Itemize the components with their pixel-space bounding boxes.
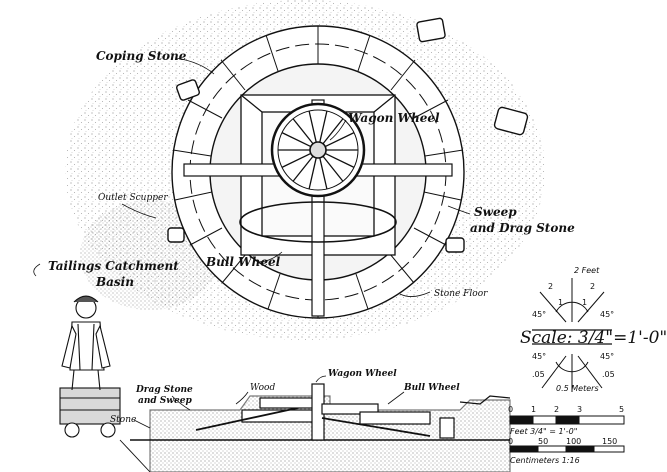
scale-deg-br: 45° xyxy=(600,352,615,361)
wagon-wheel-spoke xyxy=(281,152,312,168)
drag-stone-label: and Drag Stone xyxy=(470,221,575,235)
scale-meters-label: 0.5 Meters xyxy=(556,384,599,393)
ruler-feet-2: 2 xyxy=(554,405,560,414)
section-leaders xyxy=(133,375,405,429)
ruler-cm-0: 0 xyxy=(508,437,514,446)
sweep-label: Sweep xyxy=(474,205,517,219)
diagram-artwork xyxy=(33,0,625,472)
section-sweep-label: and Sweep xyxy=(138,396,192,406)
wagon-wheel-spoke xyxy=(292,118,314,145)
scale-deg-tl: 45° xyxy=(532,310,547,319)
basin-label: Basin xyxy=(96,275,134,289)
scale-feet-label: 2 Feet xyxy=(574,266,600,275)
coping-stone-label: Coping Stone xyxy=(96,49,187,63)
scale-tick-2-left: 2 xyxy=(548,282,554,291)
wagon-wheel-spoke xyxy=(322,118,344,145)
wagon-wheel-spoke xyxy=(308,157,317,190)
wagon-wheel-spoke xyxy=(319,110,328,143)
scale-deg-bl: 45° xyxy=(532,352,547,361)
scale-tick-05-right: .05 xyxy=(602,370,615,379)
ruler-feet-caption: Feet 3/4" = 1'-0" xyxy=(510,427,578,436)
scale-rosette xyxy=(532,278,612,392)
wagon-wheel-spoke xyxy=(319,157,328,190)
wagon-wheel-spoke xyxy=(324,152,355,168)
ruler-feet-5: 5 xyxy=(619,405,625,414)
ruler-feet-0: 0 xyxy=(508,405,514,414)
ruler-cm-50: 50 xyxy=(538,437,549,446)
wagon-wheel-spoke xyxy=(324,132,355,148)
outlet-scupper-label-1: Outlet Scupper xyxy=(98,193,168,203)
ruler-cm-caption: Centimeters 1:16 xyxy=(510,456,580,465)
wagon-wheel-spoke xyxy=(281,132,312,148)
section-wagon-wheel-label: Wagon Wheel xyxy=(328,369,397,379)
section-stone-label: Stone xyxy=(110,415,137,425)
wagon-wheel-spoke xyxy=(292,155,314,182)
leader-lines xyxy=(33,57,471,297)
section-wood-label: Wood xyxy=(250,383,276,393)
scale-ruler xyxy=(509,415,625,453)
scale-tick-2-right: 2 xyxy=(590,282,596,291)
scale-tick-1-left: 1 xyxy=(558,298,564,307)
wagon-wheel-label: Wagon Wheel xyxy=(348,111,440,125)
wagon-wheel-plan xyxy=(270,102,366,198)
ruler-cm-100: 100 xyxy=(566,437,582,446)
section-drag-stone-label: Drag Stone xyxy=(136,385,193,395)
ruler-feet-3: 3 xyxy=(577,405,583,414)
tailings-label: Tailings Catchment xyxy=(48,259,179,273)
miner-figure xyxy=(59,295,121,438)
scale-title: Scale: 3/4"=1'-0" xyxy=(520,328,667,348)
wagon-wheel-spoke xyxy=(308,110,317,143)
cross-section xyxy=(119,383,511,472)
scale-tick-05-left: .05 xyxy=(532,370,545,379)
stone-floor-label: Stone Floor xyxy=(434,289,488,299)
scale-deg-tr: 45° xyxy=(600,310,615,319)
arrastra-diagram: Coping Stone Wagon Wheel Outlet Scupper … xyxy=(33,0,667,472)
ruler-cm-150: 150 xyxy=(602,437,618,446)
bull-wheel-label: Bull Wheel xyxy=(206,255,281,269)
ruler-feet-1: 1 xyxy=(531,405,537,414)
section-bull-wheel-label: Bull Wheel xyxy=(404,383,460,393)
wagon-wheel-spoke xyxy=(322,155,344,182)
bull-wheel-plan xyxy=(239,201,397,243)
scale-tick-1-right: 1 xyxy=(582,298,588,307)
